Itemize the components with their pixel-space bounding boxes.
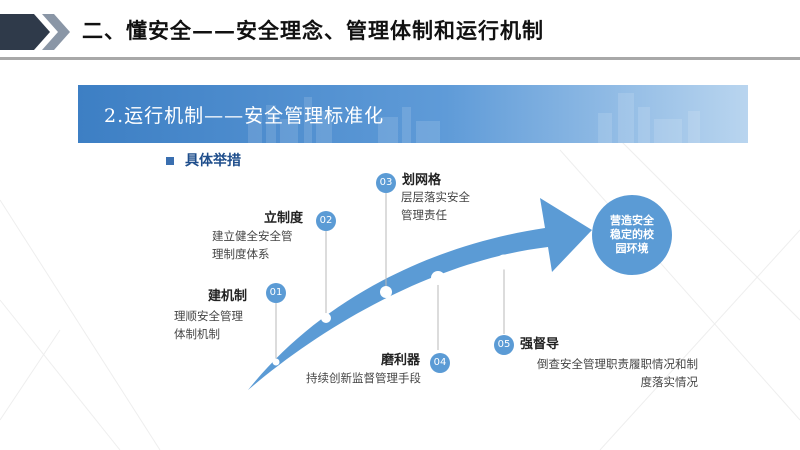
arrow-node-02 [321, 313, 331, 323]
step-title-02: 立制度 [264, 211, 304, 226]
slide-header: 二、懂安全——安全理念、管理体制和运行机制 [0, 0, 800, 62]
arrow-node-05 [496, 254, 512, 270]
arrow-node-01 [272, 358, 280, 366]
step-number-04: 04 [430, 353, 450, 373]
step-number-01: 01 [266, 283, 286, 303]
step-desc-04: 持续创新监督管理手段 [306, 371, 421, 385]
curved-arrow-body [248, 198, 592, 390]
header-chevron-icon [0, 14, 70, 50]
section-bullet [166, 157, 174, 165]
arrow-node-04 [431, 271, 445, 285]
step-desc-05: 倒查安全管理职责履职情况和制 度落实情况 [537, 357, 698, 389]
step-title-03: 划网格 [402, 173, 442, 188]
step-number-05: 05 [494, 335, 514, 355]
goal-text: 营造安全稳定的校园环境 [610, 214, 654, 255]
step-title-05: 强督导 [520, 337, 560, 352]
header-divider [0, 57, 800, 60]
step-number-03: 03 [376, 173, 396, 193]
section-banner: 2.运行机制——安全管理标准化 [78, 85, 748, 143]
section-label: 具体举措 [185, 153, 241, 169]
goal-circle: 营造安全稳定的校园环境 [592, 195, 672, 275]
step-desc-02: 建立健全安全管 理制度体系 [212, 229, 293, 261]
step-title-04: 磨利器 [381, 353, 421, 368]
step-desc-03: 层层落实安全 管理责任 [401, 190, 470, 222]
city-skyline-icon [248, 93, 700, 143]
step-desc-01: 理顺安全管理 体制机制 [174, 309, 243, 341]
step-number-02: 02 [316, 211, 336, 231]
arrow-node-03 [380, 286, 392, 298]
banner-title: 2.运行机制——安全管理标准化 [104, 105, 385, 127]
step-title-01: 建机制 [208, 289, 248, 304]
header-title: 二、懂安全——安全理念、管理体制和运行机制 [82, 18, 544, 43]
